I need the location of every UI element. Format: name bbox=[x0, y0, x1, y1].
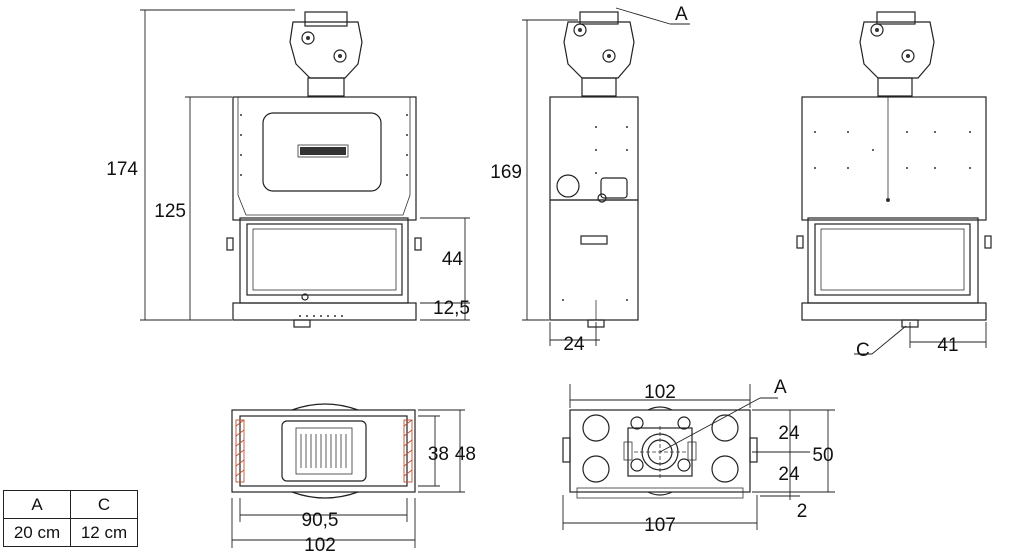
legend-header-c: C bbox=[70, 490, 138, 519]
plan-view: 102 107 24 24 50 2 A bbox=[562, 377, 835, 536]
dim-plan-top-width: 102 bbox=[644, 382, 676, 403]
callout-back-c: C bbox=[856, 340, 870, 361]
side-chimney bbox=[563, 11, 635, 97]
legend-value-c: 12 cm bbox=[70, 518, 138, 547]
dim-plan-spacing-2: 24 bbox=[778, 464, 800, 485]
legend-value-a: 20 cm bbox=[3, 518, 71, 547]
dim-front-body-height: 125 bbox=[154, 201, 186, 222]
top-view: 90,5 102 38 48 bbox=[231, 403, 476, 553]
callout-plan-a: A bbox=[774, 377, 787, 398]
back-chimney bbox=[859, 11, 935, 97]
callout-side-a: A bbox=[675, 4, 688, 25]
dim-top-inner-depth: 38 bbox=[428, 444, 449, 465]
dim-top-outer-depth: 48 bbox=[455, 444, 476, 465]
dim-front-base-height: 12,5 bbox=[433, 298, 470, 319]
dim-top-inner-width: 90,5 bbox=[302, 510, 339, 531]
back-view: 41 C bbox=[796, 11, 992, 361]
dim-side-depth-offset: 24 bbox=[563, 334, 585, 355]
dim-front-opening-height: 44 bbox=[442, 249, 464, 270]
legend-header-a: A bbox=[3, 490, 71, 519]
dim-plan-offset: 2 bbox=[797, 501, 808, 522]
dim-top-outer-width: 102 bbox=[304, 535, 336, 553]
dim-side-total-height: 169 bbox=[490, 162, 522, 183]
legend-table: A C 20 cm 12 cm bbox=[3, 490, 138, 547]
dim-front-total-height: 174 bbox=[106, 159, 138, 180]
dim-back-offset: 41 bbox=[937, 335, 958, 356]
dim-plan-bottom-width: 107 bbox=[644, 515, 676, 536]
dim-plan-spacing-1: 24 bbox=[778, 423, 800, 444]
front-chimney bbox=[289, 11, 363, 97]
side-view: 169 24 A bbox=[490, 4, 690, 355]
front-view: 174 125 44 12,5 bbox=[106, 9, 470, 328]
dim-plan-depth: 50 bbox=[812, 445, 833, 466]
